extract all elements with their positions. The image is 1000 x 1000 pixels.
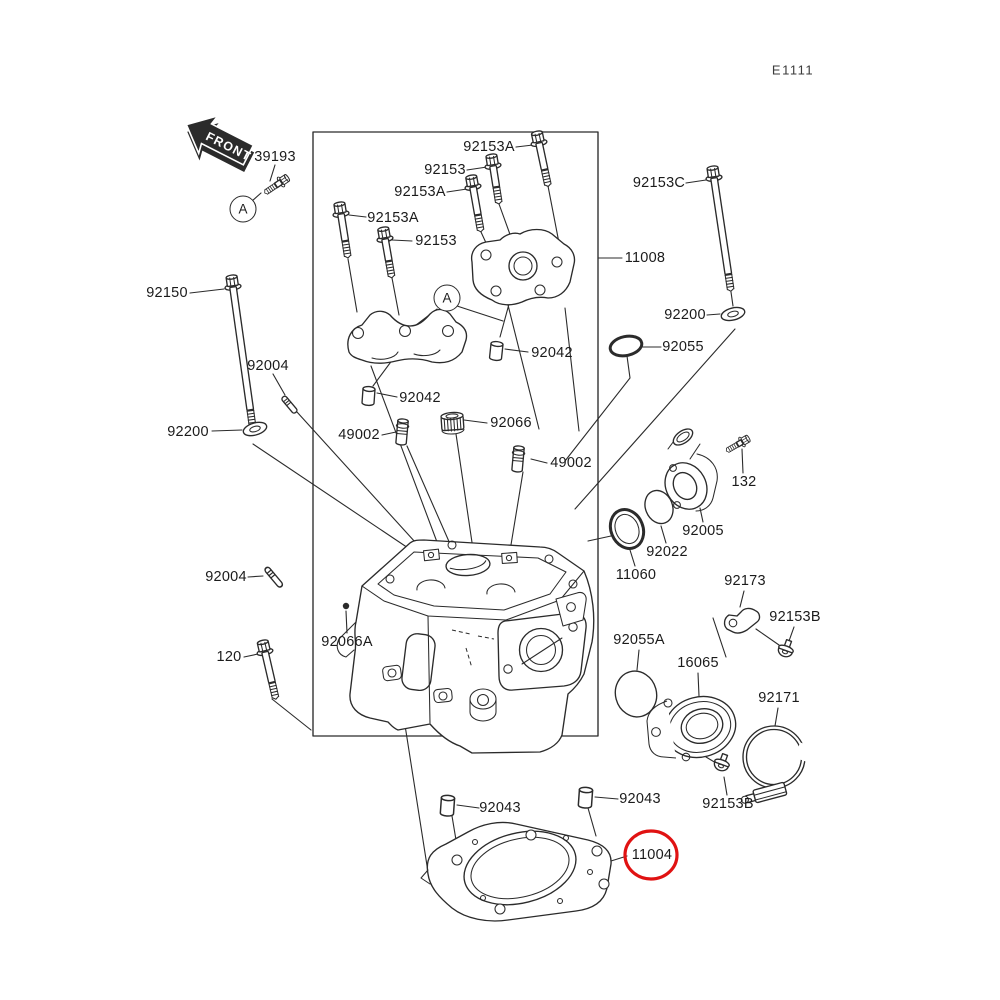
bolt-92153a-1: [528, 128, 553, 188]
part-label-92153a-1: 92153A: [463, 139, 515, 155]
bolt-92150: [222, 273, 257, 429]
part-label-120-24: 120: [216, 649, 242, 665]
part-label-92042-12: 92042: [531, 345, 573, 361]
seal-11060: [608, 508, 646, 550]
part-label-92153-5: 92153: [415, 233, 457, 249]
bolt-39193: [262, 171, 292, 196]
part-label-92200-14: 92200: [167, 424, 209, 440]
cam-cap-left: [347, 308, 468, 364]
dowel-92043-1: [439, 794, 456, 818]
ref-circle-a-1: A: [433, 284, 461, 312]
part-label-92022-20: 92022: [646, 544, 688, 560]
oring-92055a: [614, 670, 658, 718]
bolt-92153-1: [482, 152, 503, 206]
stud-92004-1: [280, 394, 299, 415]
part-label-92004-11: 92004: [247, 358, 289, 374]
part-label-92043-32: 92043: [619, 791, 661, 807]
clamp-92171: [740, 725, 812, 804]
dowel-92042-2: [361, 385, 376, 407]
part-label-92005-19: 92005: [682, 523, 724, 539]
part-label-92066a-23: 92066A: [321, 634, 373, 650]
part-label-92055-10: 92055: [662, 339, 704, 355]
leader-lines: [189, 144, 795, 862]
oring-92055: [608, 334, 644, 358]
plug-92066a: [342, 602, 350, 610]
bolt-120: [253, 637, 280, 701]
head-gasket: [420, 821, 612, 922]
part-label-92153a-4: 92153A: [367, 210, 419, 226]
part-label-132-18: 132: [731, 474, 757, 490]
bolt-92153c: [703, 164, 735, 293]
part-label-92004-22: 92004: [205, 569, 247, 585]
part-label-92153b-27: 92153B: [769, 609, 821, 625]
part-label-92055a-25: 92055A: [613, 632, 665, 648]
part-label-49002-15: 49002: [338, 427, 380, 443]
part-label-92150-8: 92150: [146, 285, 188, 301]
dowel-92042-1: [488, 340, 504, 362]
part-label-11060-21: 11060: [615, 567, 657, 583]
page-code: E1111: [771, 62, 815, 78]
cylinder-head: [336, 539, 595, 754]
washer-92200-1: [241, 419, 269, 439]
bolt-132: [724, 432, 753, 454]
part-label-39193-0: 39193: [254, 149, 296, 165]
holder-16065: [646, 695, 737, 762]
plug-92066: [440, 411, 465, 435]
part-label-92153-2: 92153: [424, 162, 466, 178]
bolt-92153-2: [374, 225, 396, 280]
part-label-92043-31: 92043: [479, 800, 521, 816]
part-label-16065-28: 16065: [677, 655, 719, 671]
part-label-11008-7: 11008: [624, 250, 666, 266]
part-label-92153a-3: 92153A: [394, 184, 446, 200]
part-label-92066-16: 92066: [490, 415, 532, 431]
highlight-ring: [623, 829, 679, 881]
part-label-92153c-6: 92153C: [632, 175, 686, 191]
bolt-92153a-3: [330, 200, 352, 260]
part-label-11004-33: 11004: [631, 847, 673, 863]
bracket-92173: [723, 607, 761, 634]
washer-92200-2: [719, 304, 747, 324]
part-label-92042-13: 92042: [399, 390, 441, 406]
stud-92004-2: [263, 565, 285, 589]
guide-49002-1: [394, 417, 411, 447]
oring-92022: [644, 489, 674, 525]
bolt-92153b-1: [775, 637, 797, 660]
cam-holder-right: [470, 228, 576, 306]
bolt-92153b-2: [711, 751, 733, 774]
part-label-92173-26: 92173: [724, 573, 766, 589]
part-label-92200-9: 92200: [664, 307, 706, 323]
part-label-92171-29: 92171: [758, 690, 800, 706]
part-label-92153b-30: 92153B: [702, 796, 754, 812]
ref-circle-a-0: A: [229, 195, 257, 223]
dowel-92043-2: [577, 786, 594, 810]
guide-49002-2: [510, 444, 527, 474]
part-label-49002-17: 49002: [550, 455, 592, 471]
bolt-92153a-2: [462, 173, 485, 233]
water-outlet-92005: [664, 428, 718, 512]
front-arrow: FRONT: [185, 114, 255, 173]
